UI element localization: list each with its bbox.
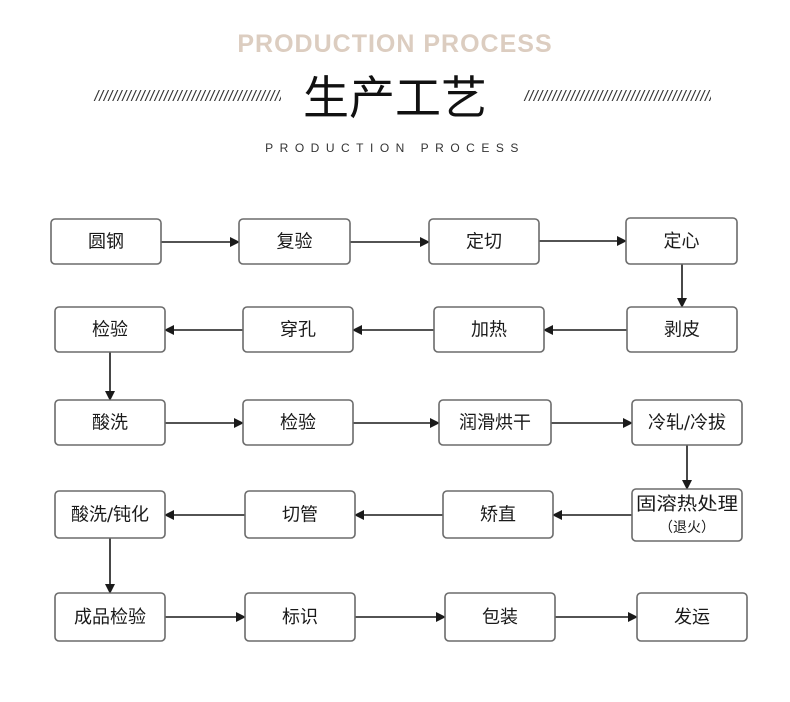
process-step-box <box>238 218 351 265</box>
process-step-3: 定切 <box>428 218 540 265</box>
process-step-10: 检验 <box>242 399 354 446</box>
process-step-box <box>54 399 166 446</box>
decorative-hatch-right: ////////////////////////////////////////… <box>523 90 711 104</box>
process-step-15: 切管 <box>244 490 356 539</box>
process-step-box <box>433 306 545 353</box>
process-step-14: 矫直 <box>442 490 554 539</box>
process-step-5: 剥皮 <box>626 306 738 353</box>
process-step-20: 发运 <box>636 592 748 642</box>
process-step-box <box>442 490 554 539</box>
process-step-17: 成品检验 <box>54 592 166 642</box>
header-english-subtitle: PRODUCTION PROCESS <box>265 141 525 155</box>
process-step-label: 复验 <box>277 232 313 253</box>
process-step-box <box>54 490 166 539</box>
process-step-box <box>636 592 748 642</box>
process-step-box <box>50 218 162 265</box>
process-step-4: 定心 <box>625 217 738 265</box>
process-step-label: 矫直 <box>480 505 516 526</box>
process-step-label: 穿孔 <box>280 320 316 341</box>
process-step-label: 固溶热处理 <box>636 494 738 515</box>
process-step-label: 成品检验 <box>74 607 146 628</box>
process-step-label: 酸洗/钝化 <box>71 505 149 526</box>
process-step-box <box>242 399 354 446</box>
process-step-label: 切管 <box>282 505 318 526</box>
page-title: 生产工艺 <box>303 71 487 125</box>
process-step-box <box>631 488 743 542</box>
process-step-12: 冷轧/冷拔 <box>631 399 743 446</box>
process-step-label: 检验 <box>92 320 128 341</box>
process-step-label: 酸洗 <box>92 413 128 434</box>
process-step-label: 标识 <box>282 607 318 628</box>
decorative-hatch-left: ////////////////////////////////////////… <box>93 90 281 104</box>
process-step-box <box>244 592 356 642</box>
process-step-label: 冷轧/冷拔 <box>648 413 726 434</box>
process-step-2: 复验 <box>238 218 351 265</box>
process-step-13: 固溶热处理 （退火） <box>631 488 743 542</box>
process-step-1: 圆钢 <box>50 218 162 265</box>
process-step-19: 包装 <box>444 592 556 642</box>
header-english-title: PRODUCTION PROCESS <box>237 30 553 58</box>
process-step-box <box>428 218 540 265</box>
process-step-label: 加热 <box>471 320 507 341</box>
process-step-label: 检验 <box>280 413 316 434</box>
process-step-sublabel: （退火） <box>659 520 715 536</box>
process-step-box <box>444 592 556 642</box>
process-step-11: 润滑烘干 <box>438 399 552 446</box>
process-step-box <box>242 306 354 353</box>
process-step-label: 润滑烘干 <box>459 413 531 434</box>
process-step-6: 加热 <box>433 306 545 353</box>
process-step-box <box>626 306 738 353</box>
process-step-7: 穿孔 <box>242 306 354 353</box>
process-step-label: 定切 <box>466 232 502 253</box>
process-step-label: 圆钢 <box>88 232 124 253</box>
process-step-box <box>54 592 166 642</box>
process-step-9: 酸洗 <box>54 399 166 446</box>
process-step-box <box>54 306 166 353</box>
process-step-box <box>244 490 356 539</box>
process-step-label: 包装 <box>482 607 518 628</box>
process-step-label: 剥皮 <box>664 320 700 341</box>
process-step-16: 酸洗/钝化 <box>54 490 166 539</box>
process-step-8: 检验 <box>54 306 166 353</box>
process-step-box <box>438 399 552 446</box>
process-step-box <box>631 399 743 446</box>
process-step-box <box>625 217 738 265</box>
process-step-label: 定心 <box>664 231 700 252</box>
process-step-label: 发运 <box>674 607 710 628</box>
process-step-18: 标识 <box>244 592 356 642</box>
